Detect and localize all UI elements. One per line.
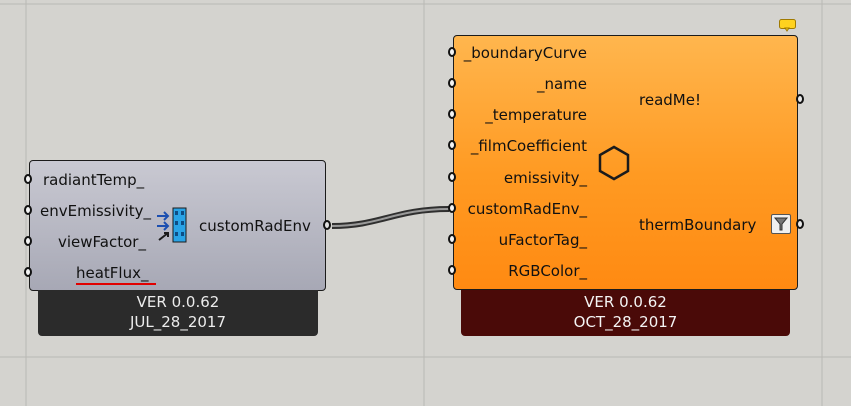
input-rgb-color[interactable]: RGBColor_ bbox=[508, 262, 587, 280]
pin-rgb-color[interactable] bbox=[448, 265, 456, 275]
pin-heat-flux[interactable] bbox=[24, 267, 32, 277]
pin-output-therm-boundary[interactable] bbox=[796, 219, 804, 229]
left-date: JUL_28_2017 bbox=[129, 313, 227, 331]
hexagon-icon bbox=[598, 145, 630, 181]
input-view-factor[interactable]: viewFactor_ bbox=[58, 233, 146, 251]
note-balloon-icon[interactable] bbox=[779, 17, 796, 32]
right-date: OCT_28_2017 bbox=[573, 313, 678, 331]
pin-ufactor-tag[interactable] bbox=[448, 234, 456, 244]
pin-env-emissivity[interactable] bbox=[24, 205, 32, 215]
funnel-icon[interactable] bbox=[771, 214, 791, 234]
pin-output-custom-rad-env[interactable] bbox=[323, 220, 331, 230]
pin-custom-rad-env[interactable] bbox=[448, 203, 456, 213]
error-underline bbox=[76, 283, 156, 285]
right-version: VER 0.0.62 bbox=[584, 293, 667, 311]
input-radiant-temp[interactable]: radiantTemp_ bbox=[43, 171, 145, 189]
pin-film-coefficient[interactable] bbox=[448, 140, 456, 150]
pin-emissivity[interactable] bbox=[448, 172, 456, 182]
pin-temperature[interactable] bbox=[448, 109, 456, 119]
input-heat-flux[interactable]: heatFlux_ bbox=[76, 264, 149, 282]
input-env-emissivity[interactable]: envEmissivity_ bbox=[40, 202, 151, 220]
input-custom-rad-env[interactable]: customRadEnv_ bbox=[467, 200, 587, 218]
therm-boundary-component[interactable] bbox=[453, 35, 798, 290]
custom-radiant-env-icon bbox=[157, 207, 187, 243]
input-temperature[interactable]: _temperature bbox=[485, 106, 587, 124]
pin-view-factor[interactable] bbox=[24, 236, 32, 246]
input-boundary-curve[interactable]: _boundaryCurve bbox=[463, 44, 587, 62]
pin-name[interactable] bbox=[448, 78, 456, 88]
pin-output-readme[interactable] bbox=[796, 94, 804, 104]
input-film-coefficient[interactable]: _filmCoefficient bbox=[470, 137, 587, 155]
input-name[interactable]: _name bbox=[536, 75, 587, 93]
output-custom-rad-env[interactable]: customRadEnv bbox=[199, 217, 311, 235]
output-readme[interactable]: readMe! bbox=[639, 91, 701, 109]
right-component-footer: VER 0.0.62 OCT_28_2017 bbox=[461, 290, 790, 336]
input-emissivity[interactable]: emissivity_ bbox=[503, 169, 587, 187]
input-ufactor-tag[interactable]: uFactorTag_ bbox=[498, 231, 587, 249]
output-therm-boundary[interactable]: thermBoundary bbox=[639, 216, 757, 234]
pin-boundary-curve[interactable] bbox=[448, 47, 456, 57]
left-version: VER 0.0.62 bbox=[136, 293, 220, 311]
left-component-footer: VER 0.0.62 JUL_28_2017 bbox=[38, 290, 318, 336]
pin-radiant-temp[interactable] bbox=[24, 174, 32, 184]
